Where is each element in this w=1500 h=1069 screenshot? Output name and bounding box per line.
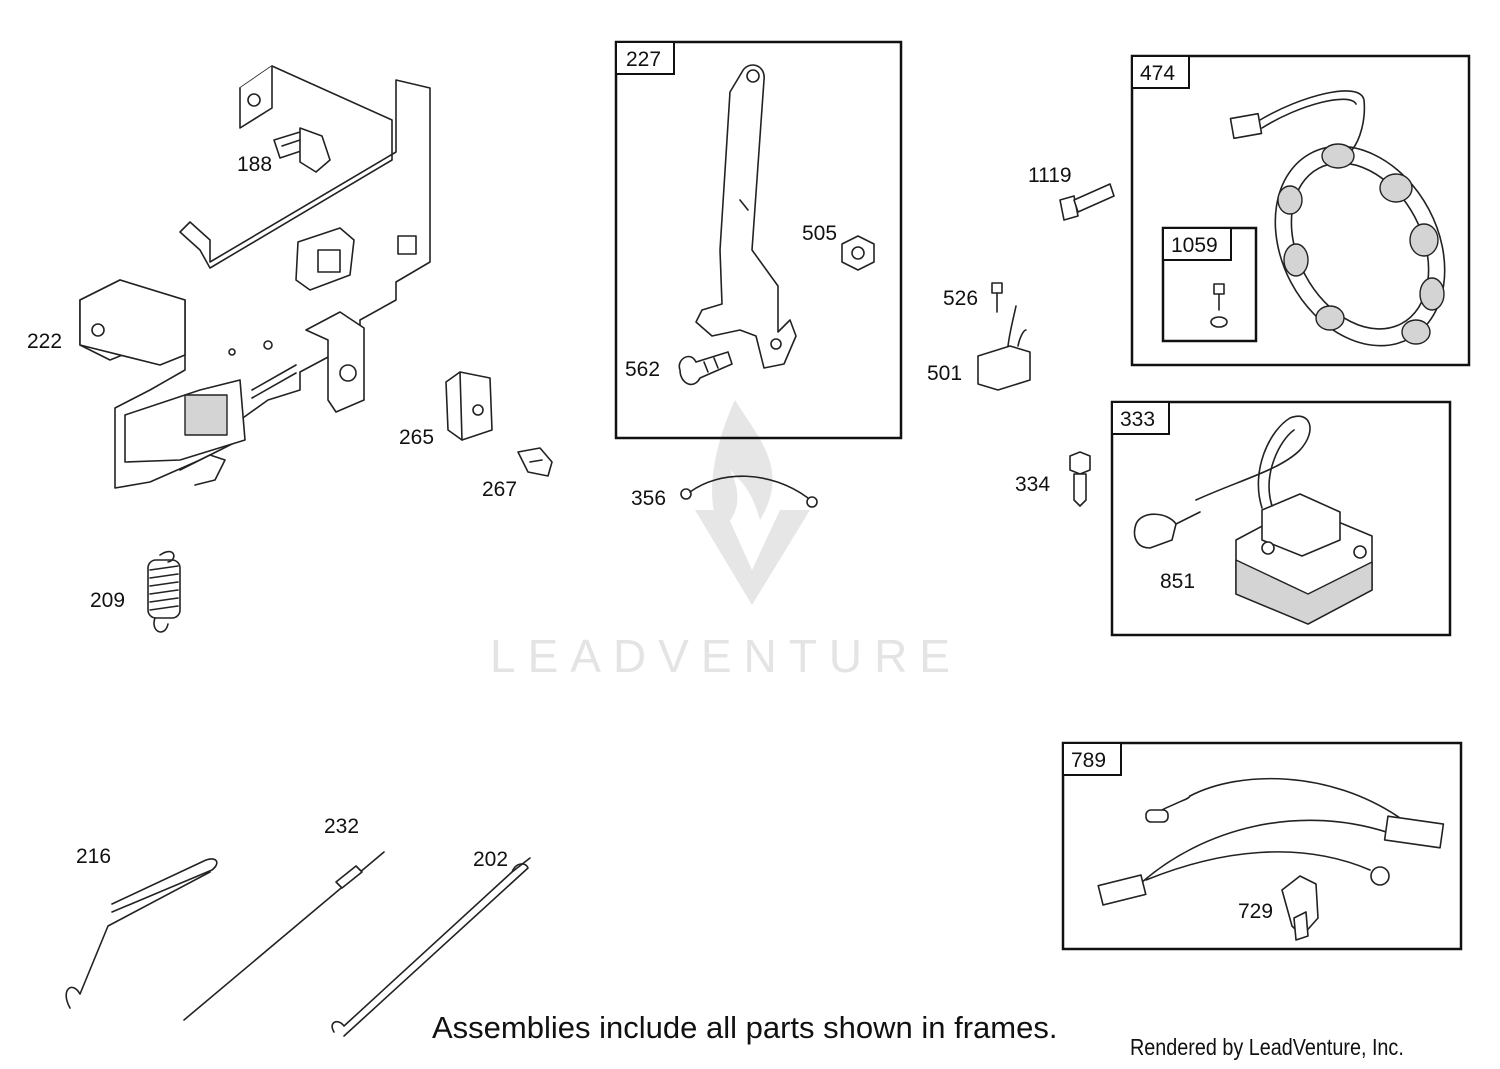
label-333[interactable]: 333 [1120,408,1155,431]
module-501-part [977,305,1031,391]
governor-lever-part [695,64,797,369]
label-188[interactable]: 188 [237,153,272,176]
harness-789-part [1097,777,1445,906]
alternator-474-part [1229,90,1446,347]
label-474[interactable]: 474 [1140,62,1175,85]
bolt-188-part [273,127,331,173]
label-232[interactable]: 232 [324,815,359,838]
label-505[interactable]: 505 [802,222,837,245]
label-1119[interactable]: 1119 [1028,164,1072,187]
label-562[interactable]: 562 [625,358,660,381]
bolt-334-part [1069,451,1091,507]
label-729[interactable]: 729 [1238,900,1273,923]
nut-505-part [841,235,875,271]
label-501[interactable]: 501 [927,362,962,385]
rod-232-part [183,851,385,1021]
label-789[interactable]: 789 [1071,749,1106,772]
screw-562-part [678,351,733,386]
frame-474: 474 [1130,54,1471,367]
link-356-part [680,475,818,508]
frame-333: 333 [1110,400,1452,637]
label-356[interactable]: 356 [631,487,666,510]
armature-333-part [1133,415,1373,625]
clip-729-part [1281,875,1319,941]
leadventure-logo-icon [695,400,810,605]
clip-265-part [445,371,493,441]
spring-209-part [147,550,181,633]
frame-227: 227 [614,40,903,440]
label-265[interactable]: 265 [399,426,434,449]
assemblies-note: Assemblies include all parts shown in fr… [432,1010,1058,1045]
screw-526-part [991,282,1003,313]
rod-216-part [65,858,218,1009]
screw-267-part [517,447,553,477]
frame-1059: 1059 [1161,226,1258,343]
watermark-brand: LEADVENTURE [490,630,962,682]
label-222[interactable]: 222 [27,330,62,353]
label-334[interactable]: 334 [1015,473,1050,496]
render-credit: Rendered by LeadVenture, Inc. [1130,1034,1404,1060]
label-202[interactable]: 202 [473,848,508,871]
label-1059[interactable]: 1059 [1171,234,1218,257]
label-851[interactable]: 851 [1160,570,1195,593]
label-267[interactable]: 267 [482,478,517,501]
label-216[interactable]: 216 [76,845,111,868]
label-209[interactable]: 209 [90,589,125,612]
part-labels: 188 222 209 265 267 505 562 356 1119 526… [27,153,1273,923]
control-bracket-part [79,65,431,489]
watermark: LEADVENTURE [490,400,962,682]
frame-789: 789 [1061,741,1463,951]
screw-1059-part [1210,283,1228,328]
label-227[interactable]: 227 [626,48,661,71]
bolt-1119-part [1059,183,1115,221]
rod-202-part [331,857,531,1037]
label-526[interactable]: 526 [943,287,978,310]
